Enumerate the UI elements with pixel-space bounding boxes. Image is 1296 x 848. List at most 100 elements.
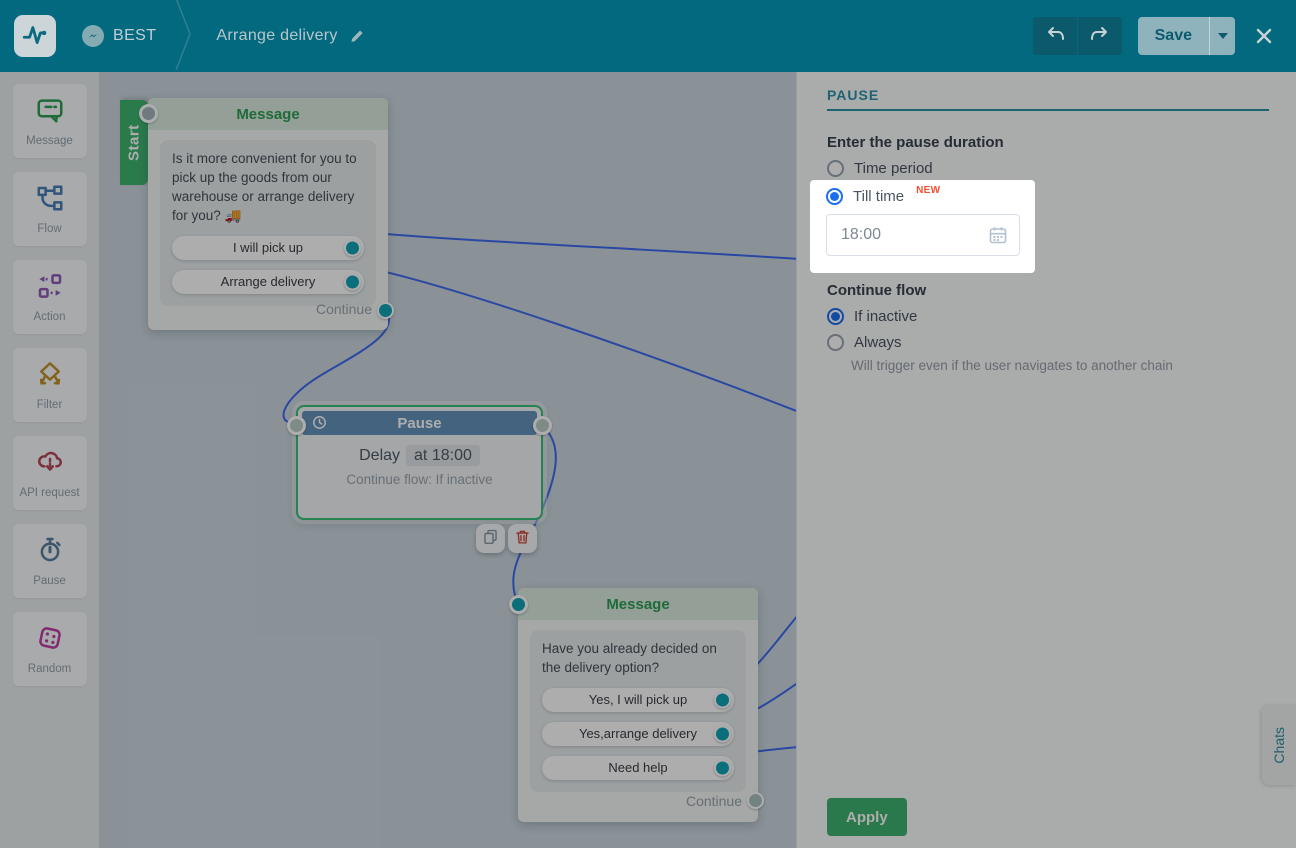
till-time-input-group bbox=[826, 214, 1020, 256]
continue-connector-dot[interactable] bbox=[377, 302, 394, 319]
palette-label: Flow bbox=[37, 223, 62, 235]
radio-label: If inactive bbox=[854, 308, 918, 325]
redo-icon bbox=[1089, 23, 1111, 50]
pause-node-header[interactable]: Pause bbox=[302, 411, 537, 435]
undo-button[interactable] bbox=[1032, 17, 1077, 55]
palette-item-message[interactable]: Message bbox=[12, 84, 87, 158]
quick-reply-button[interactable]: Need help bbox=[542, 755, 734, 780]
palette-item-action[interactable]: Action bbox=[12, 260, 87, 334]
redo-button[interactable] bbox=[1077, 17, 1122, 55]
continue-flow-heading: Continue flow bbox=[827, 282, 927, 299]
flow-canvas[interactable]: Start Message Is it more convenient for … bbox=[99, 72, 796, 848]
palette-item-random[interactable]: Random bbox=[12, 612, 87, 686]
apply-button[interactable]: Apply bbox=[827, 798, 907, 836]
palette-label: Pause bbox=[33, 575, 66, 587]
quick-reply-button[interactable]: Arrange delivery bbox=[172, 269, 364, 294]
radio-if-inactive[interactable]: If inactive bbox=[827, 308, 917, 325]
connection-arrange-delivery bbox=[352, 264, 796, 412]
radio-time-period[interactable]: Time period bbox=[827, 160, 933, 177]
node-palette-sidebar: Message Flow Action Filter API request P… bbox=[0, 72, 99, 848]
edit-title-pencil-icon[interactable] bbox=[348, 28, 365, 45]
radio-circle[interactable] bbox=[827, 160, 844, 177]
always-note: Will trigger even if the user navigates … bbox=[851, 358, 1173, 373]
random-icon bbox=[35, 623, 65, 658]
new-badge: NEW bbox=[916, 185, 941, 196]
continue-label: Continue bbox=[315, 301, 372, 317]
quick-reply-label: Yes, I will pick up bbox=[588, 692, 688, 708]
quick-reply-label: I will pick up bbox=[232, 240, 304, 256]
save-label: Save bbox=[1154, 27, 1192, 44]
message-bubble: Is it more convenient for you to pick up… bbox=[160, 140, 376, 306]
chevron-down-icon bbox=[1217, 33, 1228, 39]
node-header[interactable]: Message bbox=[148, 98, 388, 130]
pause-continue-note: Continue flow: If inactive bbox=[346, 472, 493, 487]
continue-label: Continue bbox=[685, 793, 742, 809]
app-logo bbox=[14, 15, 56, 57]
bot-selector[interactable]: BEST bbox=[82, 25, 156, 47]
save-dropdown-button[interactable] bbox=[1209, 17, 1235, 55]
flow-title: Arrange delivery bbox=[216, 27, 338, 44]
api-request-icon bbox=[35, 447, 65, 482]
close-editor-button[interactable] bbox=[1254, 26, 1274, 46]
input-connector-dot[interactable] bbox=[139, 104, 158, 123]
output-connector-dot[interactable] bbox=[714, 759, 731, 777]
radio-label: Always bbox=[854, 334, 902, 351]
chats-tab[interactable]: Chats bbox=[1262, 705, 1296, 785]
output-connector-dot[interactable] bbox=[714, 725, 731, 743]
palette-item-flow[interactable]: Flow bbox=[12, 172, 87, 246]
pause-icon bbox=[35, 535, 65, 570]
output-connector-dot[interactable] bbox=[714, 691, 731, 709]
radio-circle-selected[interactable] bbox=[827, 308, 844, 325]
bot-name: BEST bbox=[113, 27, 157, 44]
node-action-buttons bbox=[476, 524, 537, 553]
continue-connector-dot[interactable] bbox=[747, 792, 764, 809]
palette-item-pause[interactable]: Pause bbox=[12, 524, 87, 598]
copy-node-button[interactable] bbox=[476, 524, 505, 553]
palette-item-filter[interactable]: Filter bbox=[12, 348, 87, 422]
node-start-message[interactable]: Message Is it more convenient for you to… bbox=[139, 98, 394, 330]
radio-always[interactable]: Always bbox=[827, 334, 902, 351]
radio-circle[interactable] bbox=[827, 334, 844, 351]
filter-icon bbox=[35, 359, 65, 394]
output-connector-dot[interactable] bbox=[533, 416, 552, 435]
palette-label: API request bbox=[19, 487, 80, 499]
delay-value-badge: at 18:00 bbox=[406, 445, 480, 466]
quick-reply-label: Arrange delivery bbox=[220, 274, 316, 290]
radio-till-time[interactable]: Till time NEW bbox=[826, 185, 941, 205]
trash-icon bbox=[514, 528, 531, 550]
output-connector-dot[interactable] bbox=[344, 273, 361, 291]
radio-label: Time period bbox=[854, 160, 933, 177]
history-buttons bbox=[1032, 17, 1122, 55]
palette-label: Random bbox=[27, 663, 72, 675]
save-button-group: Save bbox=[1137, 17, 1235, 55]
node-message-2[interactable]: Message Have you already decided on the … bbox=[509, 588, 764, 822]
delete-node-button[interactable] bbox=[508, 524, 537, 553]
save-button[interactable]: Save bbox=[1137, 17, 1209, 55]
calendar-icon[interactable] bbox=[988, 225, 1008, 245]
input-connector-dot[interactable] bbox=[509, 595, 528, 614]
quick-reply-button[interactable]: Yes, I will pick up bbox=[542, 687, 734, 712]
quick-reply-label: Need help bbox=[608, 760, 668, 776]
till-time-input[interactable] bbox=[826, 214, 1020, 256]
quick-reply-button[interactable]: I will pick up bbox=[172, 235, 364, 260]
quick-reply-button[interactable]: Yes,arrange delivery bbox=[542, 721, 734, 746]
message-text: Is it more convenient for you to pick up… bbox=[172, 151, 357, 223]
apply-label: Apply bbox=[846, 808, 888, 826]
pause-node-title: Pause bbox=[397, 414, 442, 432]
input-connector-dot[interactable] bbox=[287, 416, 306, 435]
palette-label: Filter bbox=[36, 399, 63, 411]
flow-icon bbox=[35, 183, 65, 218]
undo-icon bbox=[1044, 23, 1066, 50]
radio-label: Till time bbox=[853, 188, 905, 205]
top-bar: BEST Arrange delivery Save bbox=[0, 0, 1296, 72]
output-connector-dot[interactable] bbox=[344, 239, 361, 257]
palette-item-api-request[interactable]: API request bbox=[12, 436, 87, 510]
chats-tab-label: Chats bbox=[1271, 726, 1287, 764]
messenger-icon bbox=[82, 25, 104, 47]
message-bubble: Have you already decided on the delivery… bbox=[530, 630, 746, 792]
message-icon bbox=[35, 95, 65, 130]
radio-circle-selected[interactable] bbox=[826, 188, 843, 205]
node-header[interactable]: Message bbox=[518, 588, 758, 620]
